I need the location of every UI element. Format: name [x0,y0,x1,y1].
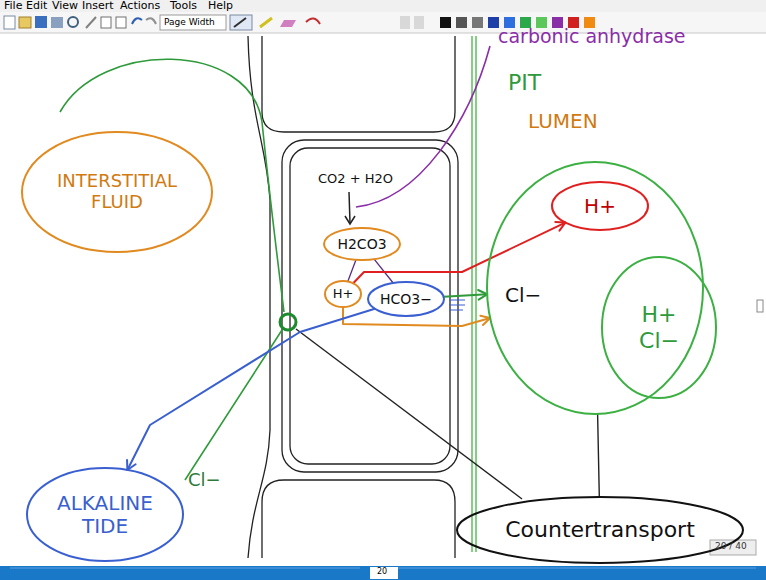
outline-ellipse [22,132,212,252]
text-label: Page Width [164,17,215,27]
process-ellipse: Countertransport [455,495,745,565]
fluid-region: INTERSTITIAL FLUID [20,130,214,254]
color-swatch [472,17,483,28]
page-counter-box [710,540,756,555]
text-label: 20 [377,567,387,576]
reaction-arrow [349,192,350,223]
leader-line [296,329,522,499]
acid-circle: H+ Cl− [600,255,718,400]
cell-membrane [290,148,450,464]
icon [101,17,111,28]
connector [127,309,375,470]
icon [234,18,246,27]
cell-outlines [248,36,458,558]
icon [19,17,31,28]
text-label: Help [208,0,233,13]
text-label: Cl− [188,470,221,491]
color-swatch [488,17,499,28]
node-label: H+ [584,195,616,218]
outline-ellipse [324,228,400,260]
connector-line [598,414,600,497]
icon [68,17,78,27]
connector [348,260,356,282]
icon [35,16,47,28]
color-swatch [440,17,451,28]
connector-line [127,309,374,470]
icon [230,15,252,30]
page-bar [0,566,766,580]
text-label: carbonic anhydrase [498,26,685,48]
page-marker [370,567,398,579]
node-label: H+ [333,287,354,302]
connector-line [343,307,490,326]
tide-circle: ALKALINE TIDE [25,466,185,563]
outline-ellipse [368,282,444,316]
node-label: HCO3− [380,291,432,307]
text-label: File [4,0,22,13]
node-label: H2CO3 [337,236,386,252]
arrow-head [480,316,490,325]
node-label: ALKALINE TIDE [45,492,165,538]
text-label: PIT [508,70,541,95]
text-label: CO2 + H2O [318,172,393,187]
cell-outline [262,36,455,132]
arrow-head [555,222,565,231]
outline-ellipse [552,182,648,230]
node-label: Countertransport [505,517,695,542]
outline-ellipse [325,281,361,307]
arrow-head [127,460,136,470]
text-label: 20 / 40 [715,541,747,551]
icon [306,18,320,24]
icon [260,18,272,27]
lumen-circle: Cl− H+ H+ Cl− [485,160,705,416]
connector [598,414,600,497]
icon [86,17,96,28]
exchanger-symbol [280,314,296,330]
outline-ellipse [457,497,743,563]
tissue-line [248,36,270,558]
icon [280,20,296,27]
icon [146,18,156,24]
outline-ellipse [27,468,183,561]
node-label: INTERSTITIAL FLUID [32,171,202,212]
icon [51,17,63,28]
connector-line [444,294,487,297]
icon [132,18,142,24]
bottom-bar [0,566,766,580]
cell-outline [262,480,455,558]
text-label: Actions [120,0,160,13]
icon [414,16,424,29]
arrow-head [345,216,355,224]
text-label: Tools [170,0,197,13]
ion-ellipse: H+ [550,180,650,232]
ion-ellipse: HCO3− [366,280,446,318]
text-label: View [52,0,78,13]
acid-ellipse: H2CO3 [322,226,402,262]
connector [444,290,487,300]
text-label: LUMEN [528,110,598,133]
icon [400,16,410,29]
node-label: H+ Cl− [636,302,682,353]
icon [4,16,15,29]
text-label: Insert [82,0,114,13]
lumen-boundary [471,36,473,552]
outline-ellipse [487,162,703,414]
scroll-mark [757,300,763,312]
icon [116,17,126,28]
outline-ellipse [602,257,716,398]
color-swatch [456,17,467,28]
text-label: Edit [26,0,47,13]
node-label: Cl− [505,284,541,307]
connector [343,307,490,326]
ion-ellipse: H+ [323,279,363,309]
connector-line [348,260,356,282]
cell-outline [282,140,458,472]
menu-bar [0,0,766,12]
flow-marks [449,300,465,310]
arrow-head [478,290,487,300]
dropdown [160,15,226,30]
